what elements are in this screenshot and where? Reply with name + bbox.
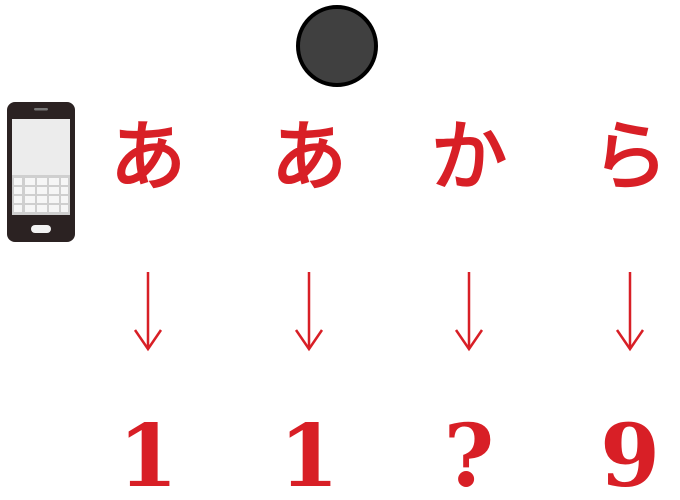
down-arrow-icon — [419, 270, 519, 352]
down-arrow-icon — [259, 270, 359, 352]
down-arrow-icon — [580, 270, 680, 352]
answer-2: 1 — [279, 406, 339, 500]
mobile-phone-icon — [6, 101, 76, 243]
answer-unknown: ? — [443, 406, 495, 500]
kana-3: か — [431, 112, 507, 201]
kana-2: あ — [271, 112, 347, 201]
answer-4: 9 — [600, 406, 660, 500]
circle-icon — [296, 5, 378, 87]
kana-1: あ — [110, 112, 186, 201]
down-arrow-icon — [98, 270, 198, 352]
kana-4: ら — [592, 112, 668, 201]
answer-1: 1 — [118, 406, 178, 500]
